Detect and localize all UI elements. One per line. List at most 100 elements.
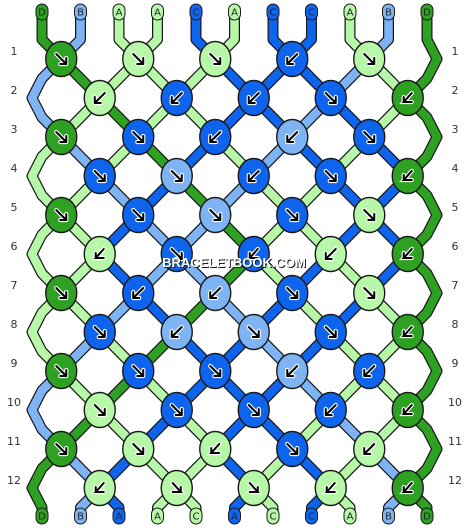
- strand-label-letter: B: [77, 8, 84, 19]
- strand-label-tab: [382, 507, 395, 525]
- knot: [160, 313, 193, 351]
- row-number-left: 7: [11, 279, 18, 292]
- knot-arrow-icon: [247, 248, 259, 259]
- row-number-left: 3: [11, 123, 18, 136]
- strand-label-tab: [151, 3, 164, 21]
- strand-label-tab: [228, 507, 241, 525]
- strand-label-letter: D: [38, 512, 46, 523]
- strand-label-top: A: [151, 3, 164, 21]
- knot-arrow-icon: [247, 404, 260, 416]
- knot: [353, 274, 386, 312]
- strand-label-bottom: A: [151, 507, 164, 525]
- knot-arrow-icon: [93, 404, 106, 416]
- strand-label-top: C: [305, 3, 318, 21]
- strand-label-bottom: C: [189, 507, 203, 525]
- knot: [122, 430, 155, 468]
- knot: [83, 469, 116, 507]
- knot-arrow-icon: [247, 326, 260, 338]
- knot-arrow-icon: [324, 482, 336, 493]
- strand-label-top: D: [420, 3, 434, 21]
- strand-label-bottom: B: [74, 507, 87, 525]
- knot: [314, 391, 347, 429]
- knot-arrow-icon: [363, 365, 376, 377]
- knot: [276, 352, 309, 390]
- knot: [237, 313, 270, 351]
- strand-label-letter: B: [385, 8, 392, 19]
- knot-arrow-icon: [286, 53, 299, 65]
- row-number-right: 6: [452, 240, 459, 253]
- knot: [83, 313, 116, 351]
- knot-arrow-icon: [171, 482, 183, 493]
- watermark-shadow-text: BRACELETBOOK.COM: [163, 256, 307, 271]
- knot-arrow-icon: [363, 443, 376, 455]
- strand-label-letter: A: [347, 8, 354, 19]
- knot: [122, 196, 155, 234]
- strand-label-letter: A: [154, 512, 161, 523]
- knot: [237, 469, 270, 507]
- strand-label-tab: [420, 507, 434, 525]
- knot-arrow-icon: [286, 443, 299, 455]
- knot: [83, 157, 116, 195]
- strand-label-letter: D: [38, 8, 46, 19]
- strand-label-tab: [189, 507, 203, 525]
- knot-arrow-icon: [132, 365, 145, 377]
- knot: [199, 40, 232, 78]
- knot-arrow-icon: [55, 131, 68, 143]
- knot-arrow-icon: [247, 170, 260, 182]
- strand-label-tab: [305, 3, 318, 21]
- knot-arrow-icon: [401, 248, 413, 259]
- knot: [83, 235, 116, 273]
- knot: [160, 235, 193, 273]
- strand-label-tab: [74, 507, 87, 525]
- knot: [391, 313, 424, 351]
- knot: [45, 430, 78, 468]
- knot: [160, 391, 193, 429]
- knot-arrow-icon: [170, 248, 183, 260]
- knot: [237, 157, 270, 195]
- knot-arrow-icon: [132, 443, 145, 455]
- knot-arrow-icon: [401, 326, 413, 337]
- knot: [160, 157, 193, 195]
- row-number-right: 12: [448, 474, 462, 487]
- row-number-right: 7: [452, 279, 459, 292]
- strand-label-tab: [266, 507, 280, 525]
- strand-label-tab: [266, 3, 280, 21]
- knot-arrow-icon: [55, 287, 68, 299]
- strand-label-letter: B: [385, 512, 392, 523]
- strand-label-letter: C: [270, 512, 277, 523]
- strand-label-top: A: [112, 3, 126, 21]
- knot-arrow-icon: [55, 53, 68, 65]
- knot: [199, 352, 232, 390]
- knot-arrow-icon: [55, 443, 68, 455]
- knot: [122, 40, 155, 78]
- knot-arrow-icon: [363, 53, 376, 65]
- knot-arrow-icon: [286, 365, 299, 377]
- knot-arrow-icon: [363, 287, 376, 299]
- strand-label-tab: [305, 507, 318, 525]
- knot: [391, 79, 424, 117]
- knot-arrow-icon: [132, 53, 145, 65]
- knot: [160, 79, 193, 117]
- row-number-left: 4: [11, 162, 18, 175]
- knot: [199, 118, 232, 156]
- knot: [45, 118, 78, 156]
- strand-label-tab: [151, 507, 164, 525]
- knot-arrow-icon: [324, 326, 337, 338]
- strand-label-top: B: [74, 3, 87, 21]
- strand-label-letter: A: [231, 8, 238, 19]
- knot: [83, 391, 116, 429]
- knot-arrow-icon: [209, 131, 222, 143]
- strand-label-tab: [343, 507, 357, 525]
- knot: [391, 235, 424, 273]
- knot: [122, 352, 155, 390]
- knot-arrow-icon: [93, 170, 106, 182]
- strand-label-letter: A: [116, 512, 123, 523]
- knot-layer: [45, 40, 424, 507]
- knot-arrow-icon: [55, 365, 68, 377]
- knot-arrow-icon: [132, 209, 145, 221]
- knot-arrow-icon: [209, 209, 222, 221]
- knot-arrow-icon: [324, 170, 337, 182]
- row-number-right: 4: [452, 162, 459, 175]
- knot: [353, 430, 386, 468]
